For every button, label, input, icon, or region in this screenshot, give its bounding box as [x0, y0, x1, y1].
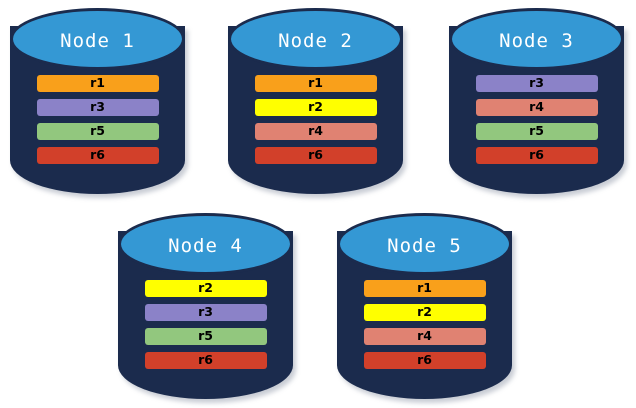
- replica-list: r2 r3 r5 r6: [118, 275, 293, 369]
- replica-bar[interactable]: r3: [475, 75, 598, 92]
- node-label: Node 4: [168, 235, 243, 257]
- replica-list: r3 r4 r5 r6: [449, 70, 624, 164]
- replica-bar[interactable]: r2: [363, 304, 486, 321]
- replica-list: r1 r2 r4 r6: [228, 70, 403, 164]
- replica-bar[interactable]: r1: [254, 75, 377, 92]
- node-label: Node 1: [60, 30, 135, 52]
- cylinder-top-ellipse: Node 2: [228, 8, 403, 70]
- cylinder-top-ellipse: Node 1: [10, 8, 185, 70]
- replica-bar[interactable]: r4: [254, 123, 377, 140]
- node-label: Node 2: [278, 30, 353, 52]
- database-node-4[interactable]: Node 4 r2 r3 r5 r6: [118, 213, 293, 399]
- node-label: Node 3: [499, 30, 574, 52]
- database-node-5[interactable]: Node 5 r1 r2 r4 r6: [337, 213, 512, 399]
- replica-bar[interactable]: r6: [475, 147, 598, 164]
- replica-list: r1 r2 r4 r6: [337, 275, 512, 369]
- replica-bar[interactable]: r3: [144, 304, 267, 321]
- replica-bar[interactable]: r1: [36, 75, 159, 92]
- replica-bar[interactable]: r5: [36, 123, 159, 140]
- replica-bar[interactable]: r6: [254, 147, 377, 164]
- replica-bar[interactable]: r5: [475, 123, 598, 140]
- replica-bar[interactable]: r3: [36, 99, 159, 116]
- replica-bar[interactable]: r4: [363, 328, 486, 345]
- replica-bar[interactable]: r6: [363, 352, 486, 369]
- replica-bar[interactable]: r5: [144, 328, 267, 345]
- replica-bar[interactable]: r2: [144, 280, 267, 297]
- node-label: Node 5: [387, 235, 462, 257]
- replica-bar[interactable]: r1: [363, 280, 486, 297]
- replica-bar[interactable]: r2: [254, 99, 377, 116]
- database-node-3[interactable]: Node 3 r3 r4 r5 r6: [449, 8, 624, 194]
- cylinder-top-ellipse: Node 4: [118, 213, 293, 275]
- database-node-1[interactable]: Node 1 r1 r3 r5 r6: [10, 8, 185, 194]
- cylinder-top-ellipse: Node 3: [449, 8, 624, 70]
- cylinder-top-ellipse: Node 5: [337, 213, 512, 275]
- replica-bar[interactable]: r4: [475, 99, 598, 116]
- replica-bar[interactable]: r6: [144, 352, 267, 369]
- database-node-2[interactable]: Node 2 r1 r2 r4 r6: [228, 8, 403, 194]
- replica-list: r1 r3 r5 r6: [10, 70, 185, 164]
- replica-bar[interactable]: r6: [36, 147, 159, 164]
